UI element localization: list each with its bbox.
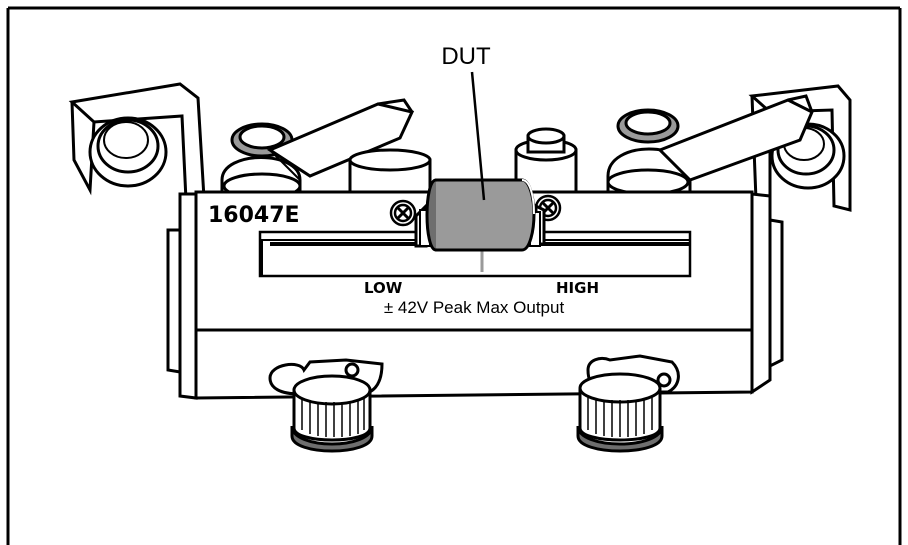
left-front-knob — [268, 358, 384, 453]
right-lever-clamp — [606, 94, 814, 196]
dut-label: DUT — [441, 43, 491, 70]
center-connector — [514, 127, 578, 198]
dut-leader-line — [470, 71, 486, 201]
left-screw — [389, 199, 417, 227]
diagram-frame — [6, 6, 902, 545]
output-rating-label: ± 42V Peak Max Output — [384, 298, 565, 317]
high-terminal-label: HIGH — [556, 279, 599, 297]
left-lever-clamp — [220, 98, 432, 200]
right-front-knob — [576, 354, 680, 453]
model-number-label: 16047E — [208, 203, 300, 228]
dut-component — [414, 178, 546, 252]
low-terminal-label: LOW — [364, 279, 403, 297]
left-mounting-bracket — [68, 82, 206, 202]
